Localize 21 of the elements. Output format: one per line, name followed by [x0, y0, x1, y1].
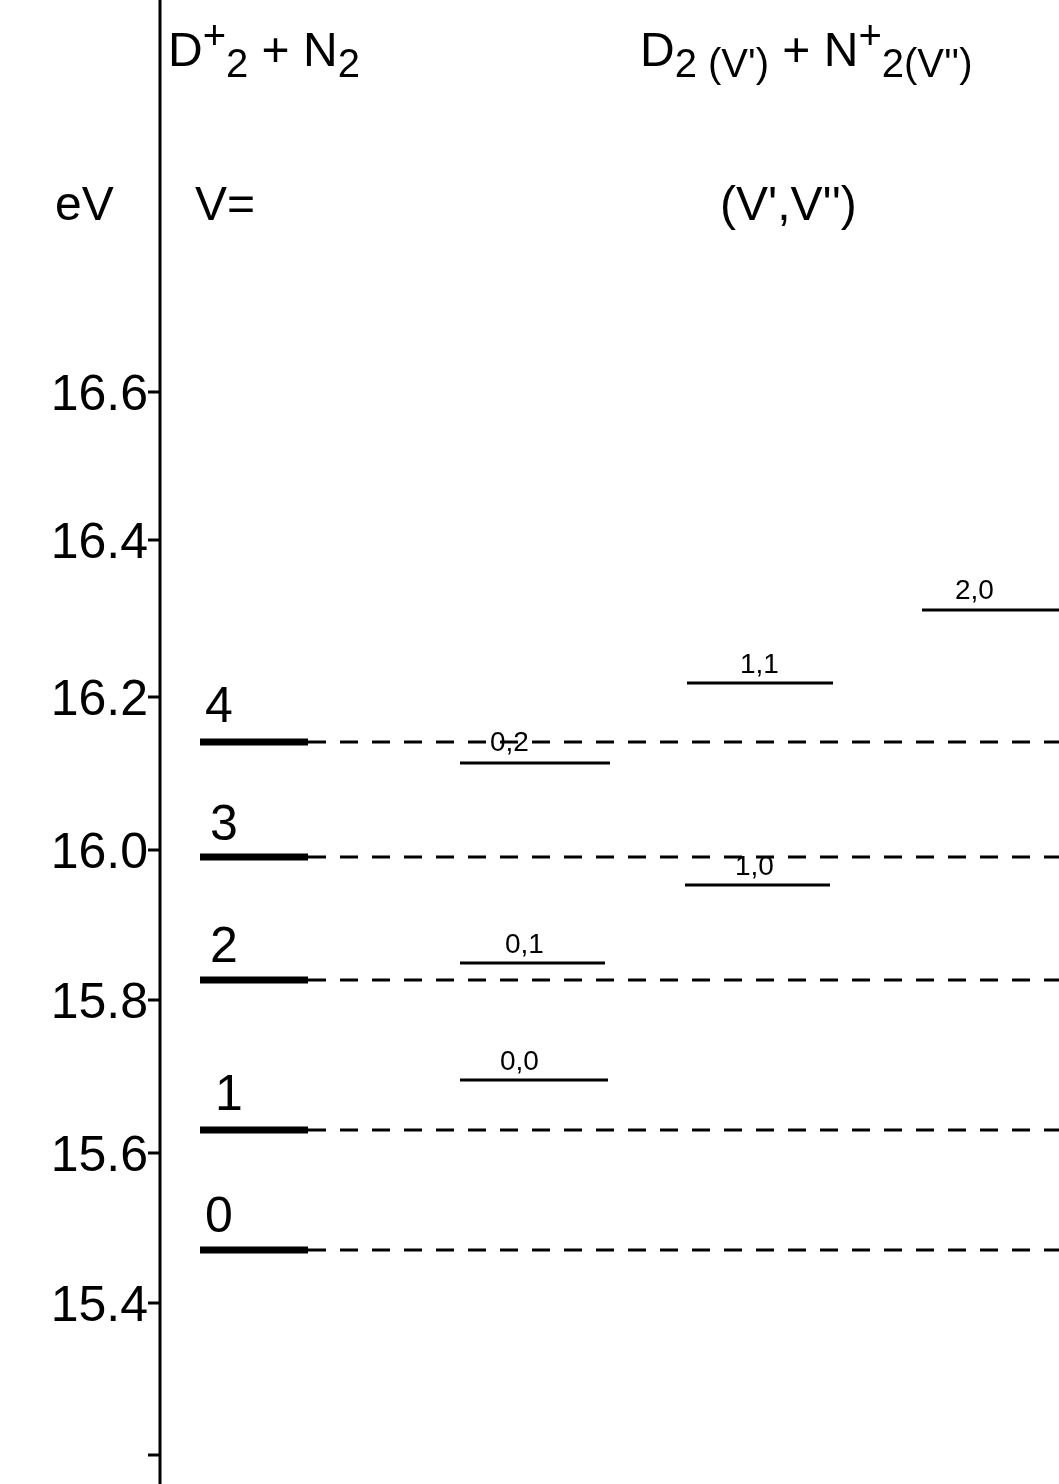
level-label: 0: [205, 1190, 233, 1240]
column-heading: (V',V''): [720, 180, 857, 228]
level-label: 3: [210, 798, 238, 848]
column-heading: D$^{+}$$_{2}$ + N$_{2}$: [168, 15, 360, 83]
tick-label: 16.2: [50, 673, 148, 723]
tick-label: 15.8: [50, 976, 148, 1026]
level-label: 0,2: [490, 728, 529, 756]
axis-title: eV: [55, 180, 114, 228]
tick-label: 16.4: [50, 516, 148, 566]
tick-label: 16.0: [50, 826, 148, 876]
tick-label: 15.6: [50, 1129, 148, 1179]
column-heading: V=: [195, 180, 256, 228]
level-label: 2,0: [955, 576, 994, 604]
level-label: 1,1: [740, 650, 779, 678]
level-label: 1: [215, 1068, 243, 1118]
level-label: 4: [205, 680, 233, 730]
tick-label: 15.4: [50, 1279, 148, 1329]
level-label: 2: [210, 920, 238, 970]
level-label: 0,0: [500, 1047, 539, 1075]
tick-label: 16.6: [50, 368, 148, 418]
level-label: 0,1: [505, 930, 544, 958]
